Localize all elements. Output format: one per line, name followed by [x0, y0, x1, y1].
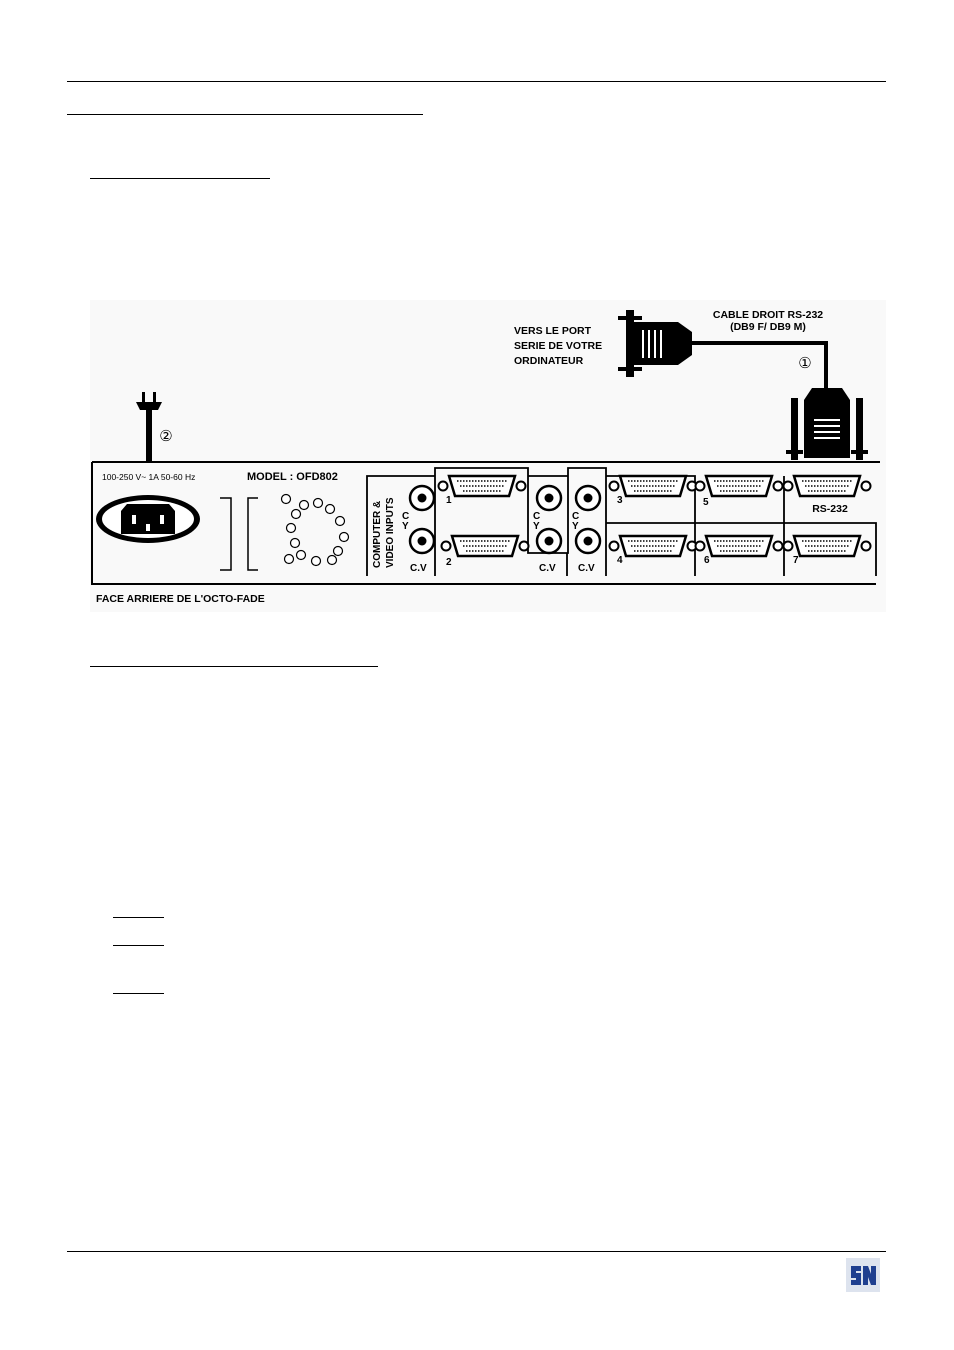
svg-text:2: 2	[446, 557, 452, 568]
input-4-connector: 4	[608, 534, 698, 566]
svg-text:Y: Y	[572, 521, 579, 532]
section-heading-underline	[67, 114, 423, 115]
input-3-connector: 3	[608, 474, 698, 506]
inputs-label: COMPUTER &	[372, 501, 383, 568]
cable-label: CABLE DROIT RS-232	[713, 309, 823, 321]
rear-panel-connection-diagram: CABLE DROIT RS-232 (DB9 F/ DB9 M) VERS L…	[90, 300, 886, 612]
svg-text:7: 7	[793, 555, 799, 566]
svg-text:Y: Y	[533, 521, 540, 532]
svg-text:C.V: C.V	[539, 563, 556, 574]
svg-text:5: 5	[703, 497, 709, 508]
power-spec: 100-250 V~ 1A 50-60 Hz	[102, 472, 195, 482]
header-rule	[67, 81, 886, 82]
subsection-heading-underline	[90, 666, 378, 667]
svg-text:C.V: C.V	[410, 563, 427, 574]
db9-female-plug	[618, 310, 692, 377]
list-item-underline	[113, 993, 164, 994]
input-1-connector: 1	[437, 474, 527, 506]
svg-text:RS-232: RS-232	[812, 503, 848, 515]
company-logo	[846, 1258, 880, 1292]
svg-text:C: C	[572, 511, 579, 522]
step-1-marker: ①	[798, 355, 811, 372]
db9-male-plug	[786, 388, 868, 460]
ventilation-holes	[280, 493, 350, 567]
port-label: SERIE DE VOTRE	[514, 340, 602, 352]
model-label: MODEL : OFD802	[247, 471, 338, 483]
svg-text:Y: Y	[402, 521, 409, 532]
rear-panel-outline	[91, 461, 876, 585]
svg-text:C: C	[533, 511, 540, 522]
svg-text:1: 1	[446, 495, 452, 506]
figure-caption: FACE ARRIERE DE L'OCTO-FADE	[96, 593, 265, 605]
port-label: VERS LE PORT	[514, 325, 592, 337]
input-2-connector: 2	[440, 534, 530, 568]
power-inlet	[96, 495, 200, 543]
rs232-cable	[692, 341, 828, 388]
inputs-label: VIDEO INPUTS	[385, 497, 396, 568]
input-5-connector: 5	[694, 474, 784, 508]
mains-plug-icon	[136, 392, 162, 462]
cable-label-type: (DB9 F/ DB9 M)	[730, 321, 806, 333]
list-item-underline	[113, 945, 164, 946]
svg-text:3: 3	[617, 495, 623, 506]
bnc-group-1: C Y C.V	[402, 484, 436, 574]
port-label: ORDINATEUR	[514, 355, 584, 367]
fuse-bracket	[220, 497, 258, 571]
bnc-group-3: C Y C.V	[572, 484, 602, 574]
svg-text:C.V: C.V	[578, 563, 595, 574]
svg-text:4: 4	[617, 555, 623, 566]
input-6-connector: 6	[694, 534, 784, 566]
svg-text:C: C	[402, 511, 409, 522]
bnc-group-2: C Y C.V	[533, 484, 563, 574]
input-7-connector: 7	[782, 534, 872, 566]
list-item-underline	[113, 917, 164, 918]
footer-rule	[67, 1251, 886, 1252]
subsection-heading-underline	[90, 178, 270, 179]
step-2-marker: ②	[159, 428, 172, 445]
svg-text:6: 6	[704, 555, 710, 566]
rs232-port: RS-232	[782, 474, 872, 515]
